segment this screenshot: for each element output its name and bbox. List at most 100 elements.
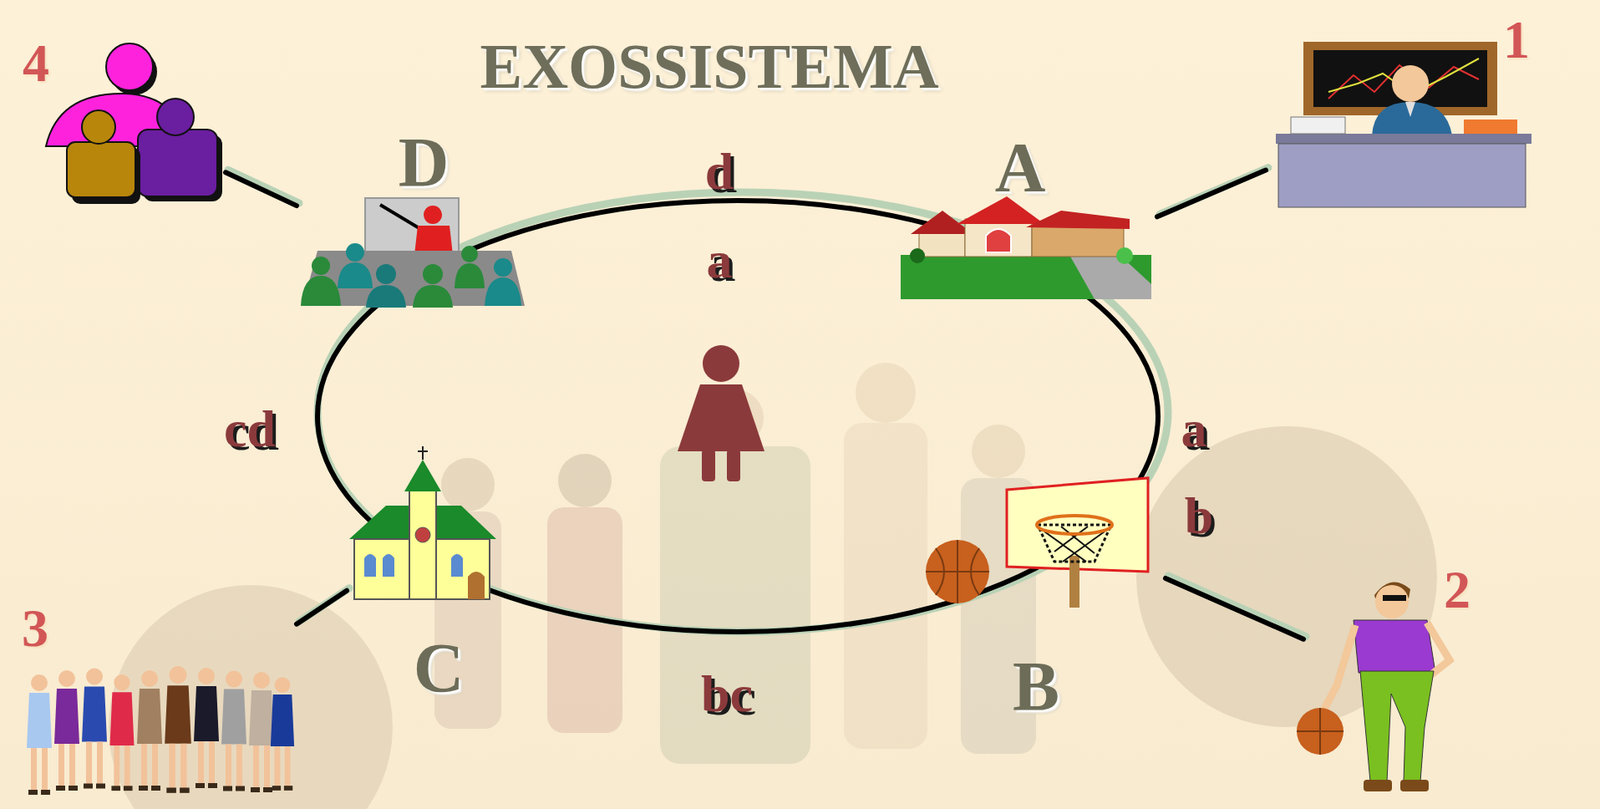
manager-figure (1275, 41, 1532, 208)
relation-label: a (706, 233, 733, 286)
house-wall (965, 218, 1032, 257)
manager-body (1371, 101, 1453, 136)
setting-node: A (893, 129, 1158, 305)
ball-seam (925, 539, 990, 604)
actor-node: 1 (1265, 12, 1546, 214)
person (110, 674, 135, 791)
figure-body (137, 129, 218, 197)
house-window (985, 228, 1011, 253)
callout-number: 2 (1443, 563, 1471, 617)
photo-kid-head (855, 362, 916, 423)
church-icon (349, 446, 497, 600)
player-shoe (1363, 779, 1392, 792)
connector-stroke (225, 172, 297, 206)
church-window (382, 553, 395, 577)
figure-head (81, 110, 116, 144)
faded-photo (108, 362, 1438, 809)
connector-line (225, 169, 300, 206)
person (221, 670, 247, 792)
ball-seam (1296, 707, 1344, 755)
student (375, 264, 397, 285)
pole (1069, 555, 1080, 608)
connector-stroke (1157, 170, 1266, 218)
person (137, 670, 163, 791)
figure-body (66, 142, 136, 198)
figure-head (106, 43, 153, 91)
garage-roof (1026, 210, 1130, 229)
person (164, 665, 192, 793)
student (484, 277, 522, 306)
basketball-icon (925, 477, 1148, 608)
callout-number: 4 (22, 36, 50, 91)
lawn (900, 254, 1152, 300)
family-icon (45, 43, 223, 204)
church-tower (409, 488, 437, 600)
photo-face (108, 584, 393, 809)
bush (1116, 247, 1133, 265)
setting-letter: B (1012, 651, 1060, 722)
setting-letter: A (995, 132, 1047, 204)
student (454, 263, 485, 289)
person (270, 676, 295, 791)
garage (1031, 225, 1124, 257)
manager-head (1391, 65, 1429, 102)
student (412, 284, 453, 308)
person (193, 667, 219, 788)
board (365, 198, 459, 259)
student (422, 264, 443, 285)
classroom-icon (300, 198, 525, 308)
church-cross (417, 450, 428, 453)
diagram-title: EXOSSISTEMA (479, 34, 939, 98)
hoop (1036, 515, 1113, 534)
church-cross (421, 446, 424, 460)
setting-letter: C (413, 633, 465, 704)
female-leg (726, 449, 741, 482)
player-pants (1360, 670, 1434, 782)
female-leg (701, 449, 716, 482)
relation-label: a (1181, 402, 1208, 455)
player-shirt (1353, 619, 1436, 673)
box (1463, 119, 1518, 134)
papers (1290, 116, 1346, 134)
connector-line (296, 588, 350, 625)
church-window (415, 527, 431, 543)
callout-number: 1 (1503, 13, 1530, 67)
photo-kid-head (441, 457, 495, 512)
chart-screen (1313, 50, 1488, 107)
player-glasses (1382, 594, 1407, 601)
player-shoe (1400, 779, 1429, 792)
student (311, 256, 331, 275)
person (26, 674, 52, 795)
teacher-body (414, 225, 453, 255)
student (493, 258, 513, 277)
connector-line (1157, 167, 1269, 218)
actor-node: 2 (1303, 559, 1504, 798)
connector-stroke (228, 169, 300, 204)
actor-node: 3 (12, 597, 297, 807)
female-head (702, 345, 740, 382)
setting-node: B (998, 467, 1166, 724)
student (345, 243, 365, 262)
actor-node: 4 (16, 25, 226, 205)
photo-kid-body (660, 446, 811, 764)
female-dress (677, 384, 765, 452)
connector-stroke (1165, 578, 1304, 640)
student (300, 275, 341, 306)
house-icon (900, 196, 1152, 300)
desk-body (1278, 143, 1526, 208)
ball (1296, 707, 1344, 755)
bush (909, 248, 925, 264)
teacher-head (423, 205, 442, 224)
student (337, 262, 373, 289)
connector-stroke (1168, 575, 1306, 637)
connector-line (1165, 575, 1306, 640)
ball (925, 539, 990, 604)
player-arm (1324, 624, 1356, 709)
church-door (467, 571, 485, 600)
relation-label: cd (223, 402, 276, 455)
people-group (26, 665, 295, 795)
figure-head (157, 98, 194, 136)
female-symbol (677, 345, 765, 482)
photo-kid-head (971, 424, 1026, 478)
church-spire (404, 459, 442, 492)
